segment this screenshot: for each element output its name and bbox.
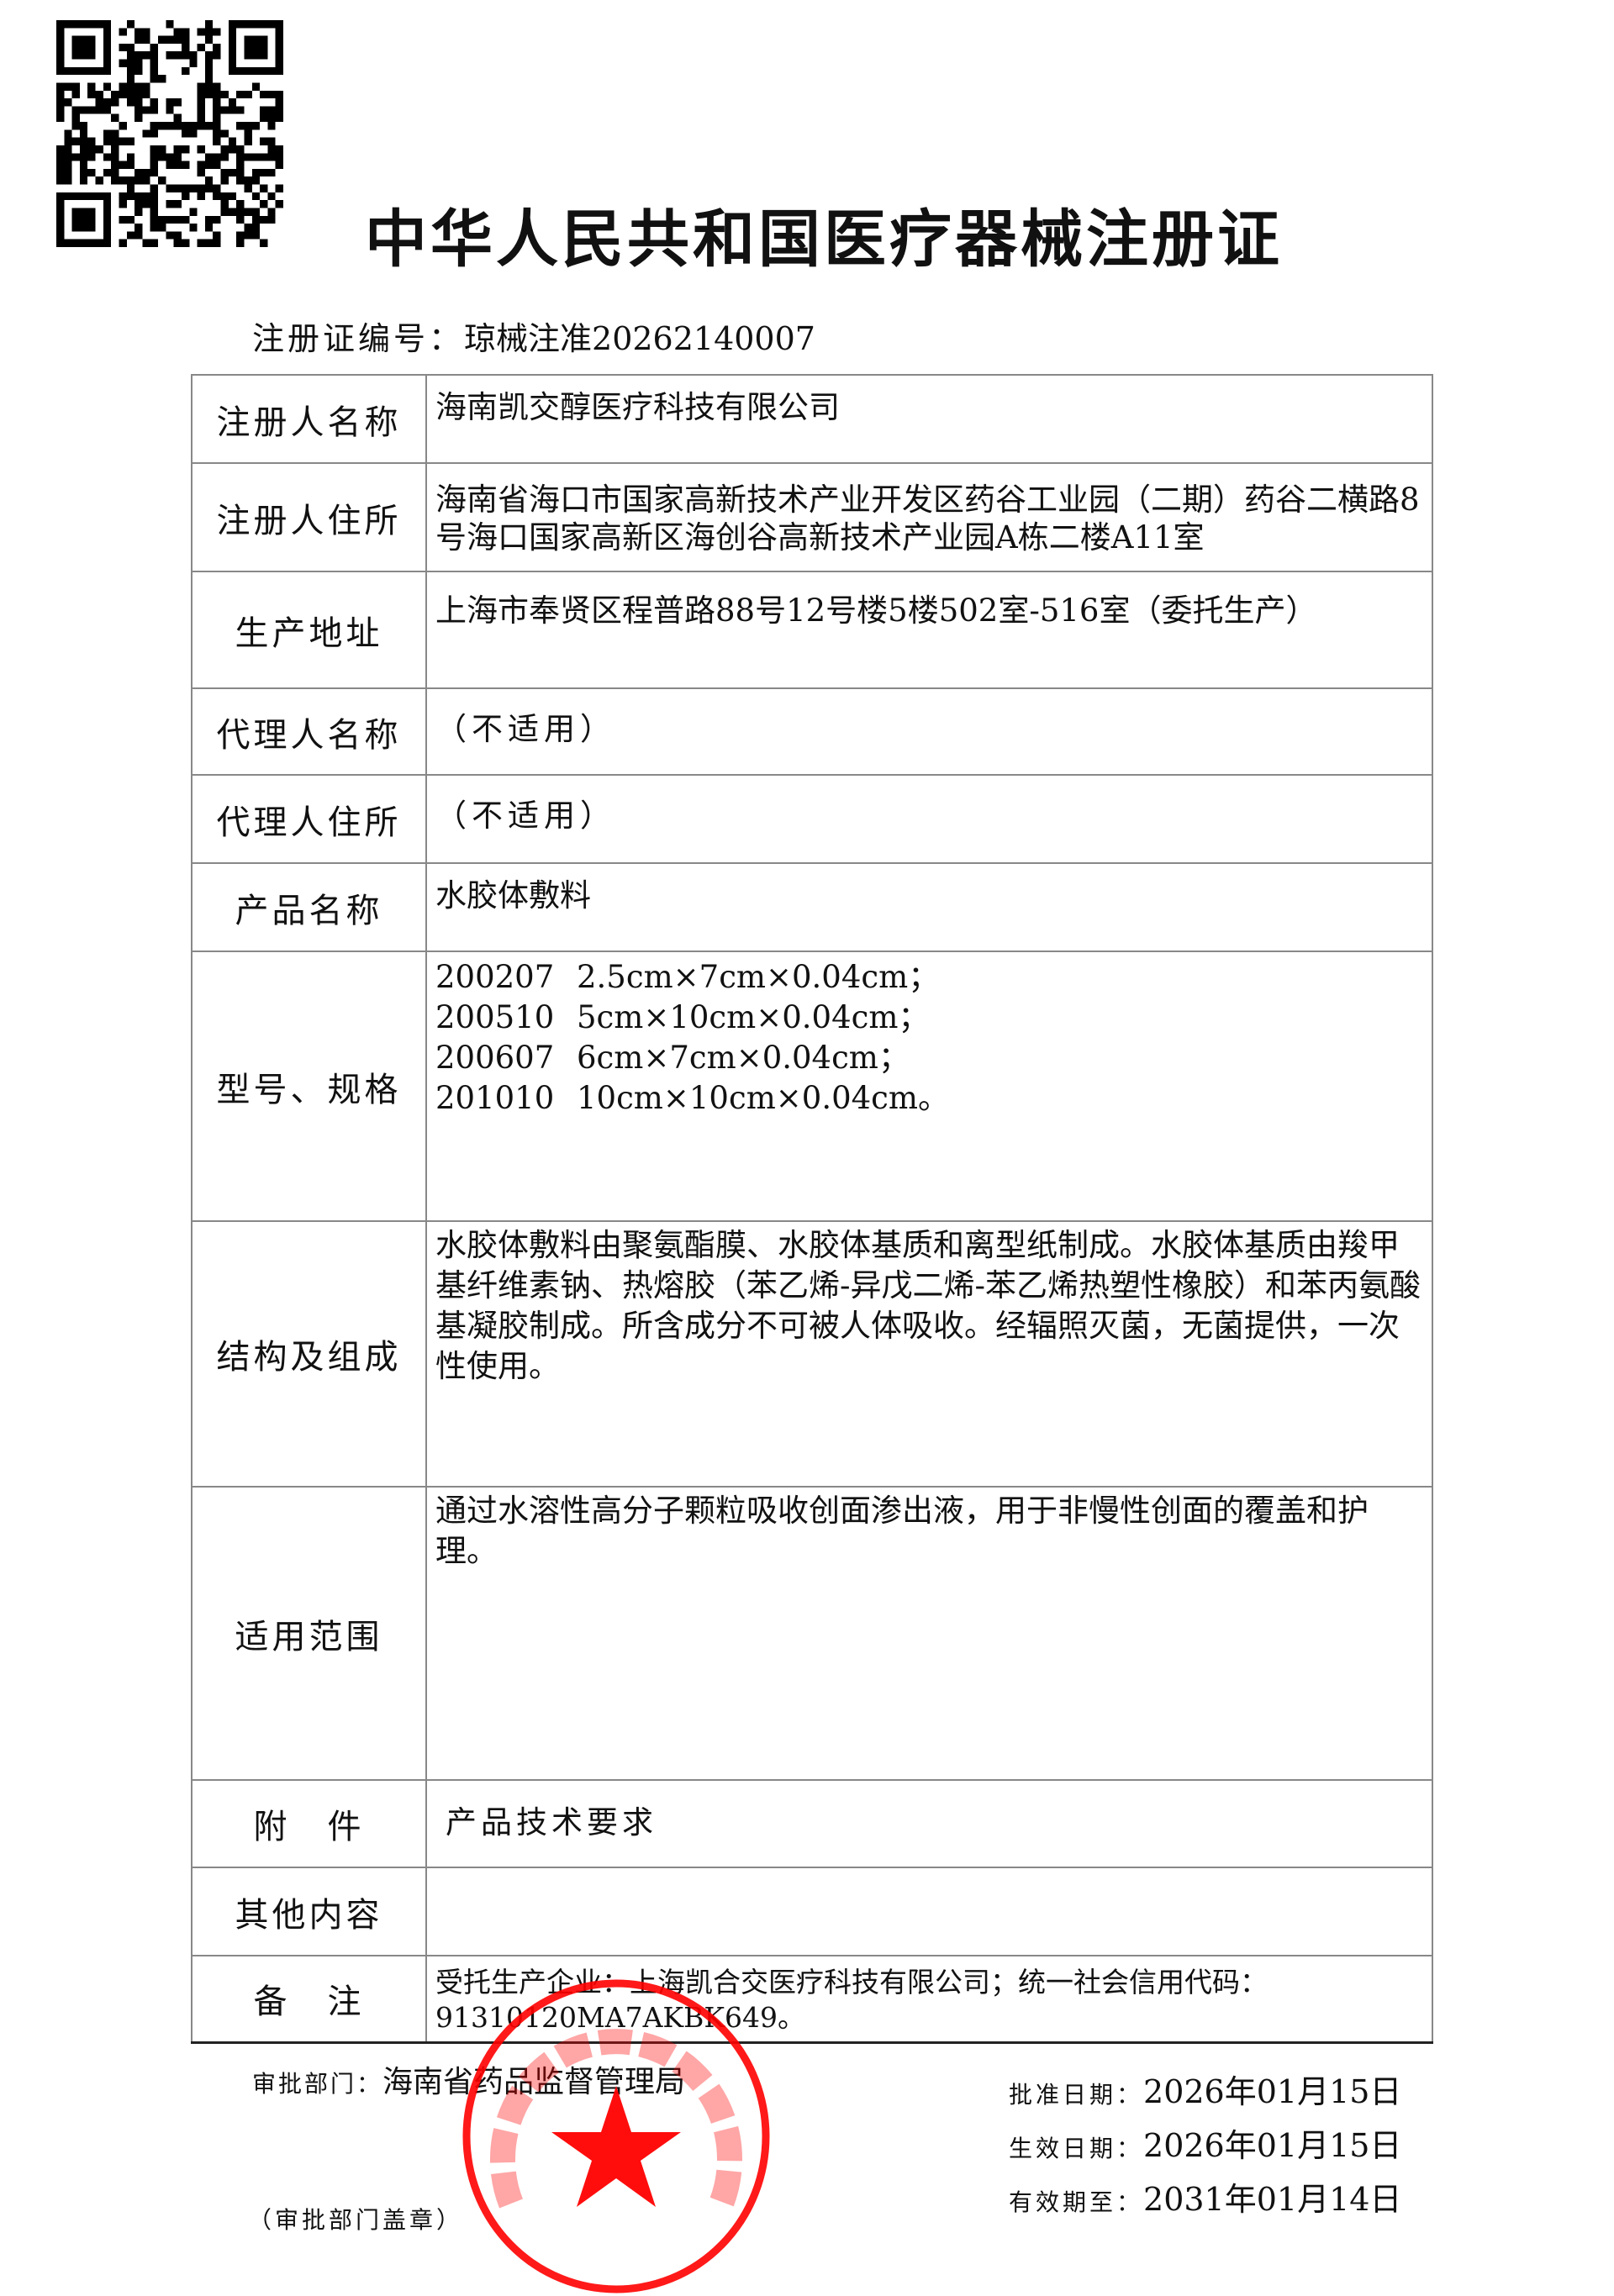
- row-production-address: 生产地址上海市奉贤区程普路88号12号楼5楼502室-516室（委托生产）: [191, 571, 1433, 689]
- label: 型号、规格: [191, 951, 427, 1222]
- spec-model: 200207: [435, 959, 555, 995]
- row-structure: 结构及组成水胶体敷料由聚氨酯膜、水胶体基质和离型纸制成。水胶体基质由羧甲基纤维素…: [191, 1220, 1433, 1488]
- value: [425, 1867, 1433, 1956]
- page-title: 中华人民共和国医疗器械注册证: [365, 203, 1283, 276]
- value: 水胶体敷料: [425, 862, 1433, 952]
- row-scope: 适用范围通过水溶性高分子颗粒吸收创面渗出液，用于非慢性创面的覆盖和护理。: [191, 1486, 1433, 1781]
- value: 上海市奉贤区程普路88号12号楼5楼502室-516室（委托生产）: [425, 571, 1433, 689]
- registration-number: 注册证编号：琼械注准20262140007: [252, 313, 815, 359]
- row-agent-name: 代理人名称（不适用）: [191, 687, 1433, 776]
- spec-size: 10cm×10cm×0.04cm。: [577, 1080, 949, 1116]
- qr-code: [56, 20, 283, 247]
- value: 通过水溶性高分子颗粒吸收创面渗出液，用于非慢性创面的覆盖和护理。: [425, 1486, 1433, 1781]
- registration-number-value: 琼械注准20262140007: [464, 320, 815, 357]
- row-attachment: 附 件产品技术要求: [191, 1779, 1433, 1868]
- row-agent-address: 代理人住所（不适用）: [191, 774, 1433, 864]
- row-product-name: 产品名称水胶体敷料: [191, 862, 1433, 952]
- value: （不适用）: [425, 774, 1433, 864]
- star-icon: [551, 2086, 681, 2207]
- approver-label: 审批部门：: [252, 2070, 383, 2098]
- label: 适用范围: [191, 1486, 427, 1781]
- seal-note: （审批部门盖章）: [248, 2206, 464, 2234]
- label: 产品名称: [191, 862, 427, 952]
- value: （不适用）: [425, 687, 1433, 776]
- spec-model: 200510: [435, 999, 555, 1035]
- specs-list: 200207 2.5cm×7cm×0.04cm； 200510 5cm×10cm×0…: [425, 951, 1433, 1222]
- spec-item: 200607 6cm×7cm×0.04cm；: [435, 1038, 1425, 1078]
- value: 水胶体敷料由聚氨酯膜、水胶体基质和离型纸制成。水胶体基质由羧甲基纤维素钠、热熔胶…: [425, 1220, 1433, 1488]
- date-value: 2031年01月14日: [1143, 2181, 1402, 2218]
- date-label: 批准日期：: [1009, 2081, 1144, 2109]
- value: 海南凯交醇医疗科技有限公司: [425, 374, 1433, 464]
- value: 产品技术要求: [425, 1779, 1433, 1868]
- label: 代理人名称: [191, 687, 427, 776]
- spec-size: 6cm×7cm×0.04cm；: [577, 1040, 910, 1076]
- spec-item: 201010 10cm×10cm×0.04cm。: [435, 1078, 1425, 1119]
- effective-date: 生效日期：2026年01月15日: [1009, 2120, 1401, 2166]
- label: 注册人住所: [191, 462, 427, 572]
- label: 其他内容: [191, 1867, 427, 1956]
- spec-model: 200607: [435, 1040, 555, 1076]
- label: 生产地址: [191, 571, 427, 689]
- date-value: 2026年01月15日: [1143, 2127, 1402, 2164]
- registration-number-label: 注册证编号：: [252, 320, 465, 357]
- row-remarks: 备 注受托生产企业：上海凯合交医疗科技有限公司；统一社会信用代码：9131012…: [191, 1955, 1433, 2044]
- approving-authority: 审批部门：海南省药品监督管理局: [252, 2057, 685, 2101]
- value: 受托生产企业：上海凯合交医疗科技有限公司；统一社会信用代码：91310120MA…: [425, 1955, 1433, 2044]
- row-registrant-address: 注册人住所海南省海口市国家高新技术产业开发区药谷工业园（二期）药谷二横路8号海口…: [191, 462, 1433, 572]
- spec-model: 201010: [435, 1080, 555, 1116]
- label: 备 注: [191, 1955, 427, 2044]
- spec-size: 5cm×10cm×0.04cm；: [577, 999, 930, 1035]
- approval-date: 批准日期：2026年01月15日: [1009, 2066, 1401, 2112]
- row-other: 其他内容: [191, 1867, 1433, 1956]
- label: 注册人名称: [191, 374, 427, 464]
- value: 海南省海口市国家高新技术产业开发区药谷工业园（二期）药谷二横路8号海口国家高新区…: [425, 462, 1433, 572]
- date-label: 生效日期：: [1009, 2135, 1144, 2162]
- label: 结构及组成: [191, 1220, 427, 1488]
- spec-size: 2.5cm×7cm×0.04cm；: [577, 959, 940, 995]
- date-value: 2026年01月15日: [1143, 2073, 1402, 2110]
- spec-item: 200207 2.5cm×7cm×0.04cm；: [435, 957, 1425, 998]
- certificate-table: 注册人名称海南凯交醇医疗科技有限公司 注册人住所海南省海口市国家高新技术产业开发…: [191, 374, 1433, 2044]
- row-models-specs: 型号、规格 200207 2.5cm×7cm×0.04cm； 200510 5cm×…: [191, 951, 1433, 1222]
- date-label: 有效期至：: [1009, 2188, 1144, 2216]
- label: 附 件: [191, 1779, 427, 1868]
- approver-value: 海南省药品监督管理局: [382, 2065, 686, 2099]
- label: 代理人住所: [191, 774, 427, 864]
- expiry-date: 有效期至：2031年01月14日: [1009, 2173, 1401, 2220]
- row-registrant-name: 注册人名称海南凯交醇医疗科技有限公司: [191, 374, 1433, 464]
- spec-item: 200510 5cm×10cm×0.04cm；: [435, 998, 1425, 1038]
